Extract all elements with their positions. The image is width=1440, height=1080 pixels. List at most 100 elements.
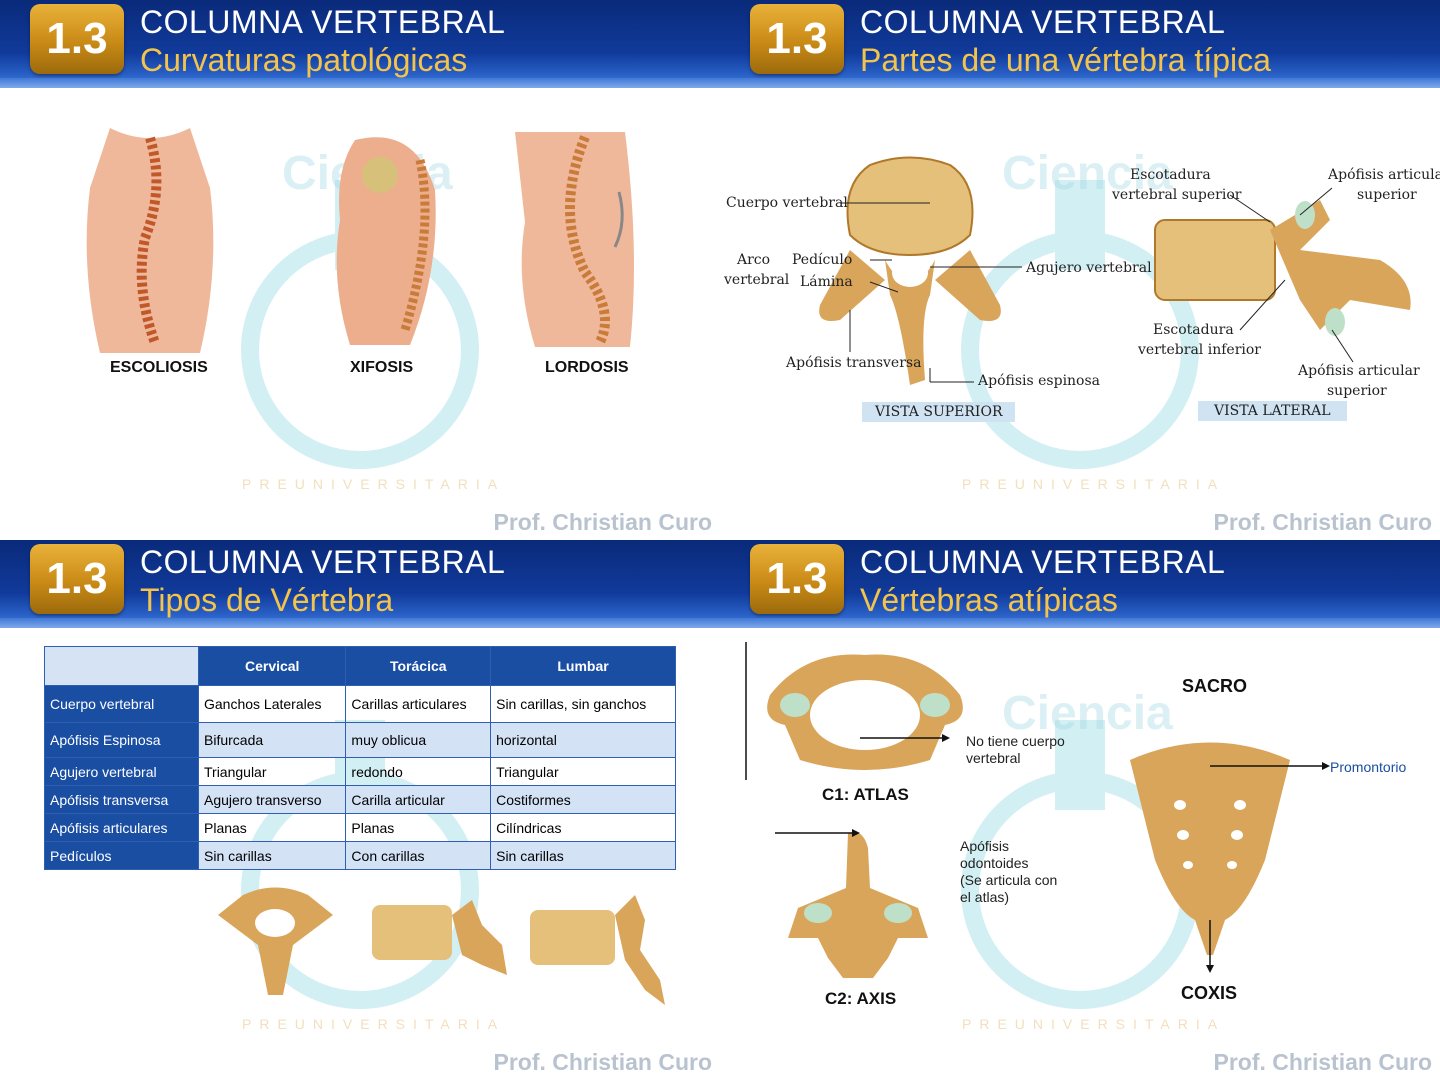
label-articular-inferior-1: Apófisis articular: [1298, 363, 1420, 379]
label-no-cuerpo-1: No tiene cuerpo: [966, 733, 1065, 749]
escoliosis-image: [86, 128, 214, 353]
table-cell: Ganchos Laterales: [197, 685, 347, 723]
slide-curvaturas: 1.3 COLUMNA VERTEBRAL Curvaturas patológ…: [0, 0, 720, 540]
table-header-cervical: Cervical: [197, 646, 347, 686]
slide-header: 1.3 COLUMNA VERTEBRAL Vértebras atípicas: [720, 540, 1440, 628]
slide-header: 1.3 COLUMNA VERTEBRAL Tipos de Vértebra: [0, 540, 720, 628]
watermark-sub: PREUNIVERSITARIA: [962, 1016, 1226, 1032]
watermark-text: Ciencia: [1002, 687, 1173, 740]
table-cell: redondo: [345, 757, 492, 786]
label-arco: Arco: [737, 252, 771, 268]
vertebra-lateral-image: [1154, 200, 1411, 336]
table-row: Apófisis Espinosa Bifurcada muy oblicua …: [44, 722, 676, 758]
table-cell: Planas: [197, 813, 347, 842]
label-odontoides-1: Apófisis: [960, 838, 1010, 854]
vertebra-superior-image: [819, 156, 1001, 385]
caption-sacro: SACRO: [1182, 676, 1248, 696]
cervical-vertebra-image: [218, 887, 333, 995]
table-cell: Planas: [345, 813, 492, 842]
table-cell: Sin carillas, sin ganchos: [490, 685, 676, 723]
slide-subtitle: Tipos de Vértebra: [140, 582, 394, 618]
slide-vertebras-atipicas: 1.3 COLUMNA VERTEBRAL Vértebras atípicas…: [720, 540, 1440, 1080]
label-cuerpo-vertebral: Cuerpo vertebral: [726, 195, 848, 211]
slide-header: 1.3 COLUMNA VERTEBRAL Partes de una vért…: [720, 0, 1440, 88]
table-row: Apófisis articulares Planas Planas Cilín…: [44, 813, 676, 842]
label-apofisis-transversa: Apófisis transversa: [786, 355, 922, 371]
author-credit: Prof. Christian Curo: [493, 1049, 712, 1075]
lumbar-vertebra-image: [530, 895, 665, 1005]
label-articular-superior-2: superior: [1357, 187, 1417, 203]
section-badge: 1.3: [30, 544, 124, 614]
table-header-toracica: Torácica: [345, 646, 492, 686]
slide-tipos-vertebra: 1.3 COLUMNA VERTEBRAL Tipos de Vértebra …: [0, 540, 720, 1080]
table-cell: Carilla articular: [345, 785, 492, 814]
table-cell: Sin carillas: [197, 841, 347, 870]
table-cell: Cilíndricas: [490, 813, 676, 842]
table-cell: Bifurcada: [197, 722, 347, 758]
label-agujero-vertebral: Agujero vertebral: [1026, 260, 1152, 276]
label-apofisis-espinosa: Apófisis espinosa: [978, 373, 1101, 389]
axis-image: [788, 832, 928, 978]
vertebra-types-table: Cervical Torácica Lumbar Cuerpo vertebra…: [44, 646, 676, 870]
table-cell: Carillas articulares: [345, 685, 492, 723]
label-pointer-lines: [840, 187, 1354, 383]
author-credit: Prof. Christian Curo: [493, 509, 712, 535]
slide-subtitle: Partes de una vértebra típica: [860, 42, 1271, 78]
slide-title: COLUMNA VERTEBRAL: [140, 4, 506, 40]
watermark-sub: PREUNIVERSITARIA: [242, 1016, 506, 1032]
row-header: Cuerpo vertebral: [44, 685, 199, 723]
slide-header: 1.3 COLUMNA VERTEBRAL Curvaturas patológ…: [0, 0, 720, 88]
label-articular-inferior-2: superior: [1327, 383, 1387, 399]
caption-lordosis: LORDOSIS: [545, 359, 629, 376]
sacrum-image: [1130, 742, 1290, 955]
slide-partes-vertebra: 1.3 COLUMNA VERTEBRAL Partes de una vért…: [720, 0, 1440, 540]
table-cell: Triangular: [197, 757, 347, 786]
slide-title: COLUMNA VERTEBRAL: [860, 4, 1226, 40]
slide-title: COLUMNA VERTEBRAL: [860, 544, 1226, 580]
table-cell: horizontal: [490, 722, 676, 758]
atlas-image: [767, 654, 963, 770]
author-credit: Prof. Christian Curo: [1213, 509, 1432, 535]
view-superior-tag: VISTA SUPERIOR: [862, 402, 1016, 422]
table-cell: Costiformes: [490, 785, 676, 814]
table-row: Cuerpo vertebral Ganchos Laterales Caril…: [44, 685, 676, 723]
row-header: Apófisis articulares: [44, 813, 199, 842]
label-pediculo: Pedículo: [792, 252, 853, 268]
row-header: Apófisis Espinosa: [44, 722, 199, 758]
caption-atlas: C1: ATLAS: [822, 785, 909, 804]
view-lateral-tag: VISTA LATERAL: [1198, 401, 1347, 421]
caption-xifosis: XIFOSIS: [350, 359, 414, 376]
caption-coxis: COXIS: [1181, 983, 1238, 1003]
watermark-sub: PREUNIVERSITARIA: [962, 476, 1226, 492]
label-promontorio: Promontorio: [1330, 759, 1407, 775]
table-cell: Agujero transverso: [197, 785, 347, 814]
slide-subtitle: Vértebras atípicas: [860, 582, 1118, 618]
table-cell: muy oblicua: [345, 722, 492, 758]
label-lamina: Lámina: [800, 274, 853, 290]
caption-axis: C2: AXIS: [825, 989, 897, 1008]
table-cell: Sin carillas: [490, 841, 676, 870]
label-articular-superior-1: Apófisis articular: [1328, 167, 1440, 183]
table-header-row: Cervical Torácica Lumbar: [44, 646, 676, 686]
label-escotadura-inferior-2: vertebral inferior: [1138, 342, 1261, 358]
label-escotadura-superior-2: vertebral superior: [1112, 187, 1242, 203]
slide-subtitle: Curvaturas patológicas: [140, 42, 468, 78]
table-row: Agujero vertebral Triangular redondo Tri…: [44, 757, 676, 786]
label-odontoides-3: (Se articula con: [960, 872, 1058, 888]
table-cell: Con carillas: [345, 841, 492, 870]
label-escotadura-superior-1: Escotadura: [1130, 167, 1211, 183]
table-row: Pedículos Sin carillas Con carillas Sin …: [44, 841, 676, 870]
label-odontoides-4: el atlas): [960, 889, 1010, 905]
label-escotadura-inferior-1: Escotadura: [1153, 322, 1234, 338]
section-badge: 1.3: [30, 4, 124, 74]
slide-title: COLUMNA VERTEBRAL: [140, 544, 506, 580]
xifosis-image: [336, 137, 436, 345]
table-header-blank: [44, 646, 199, 686]
row-header: Pedículos: [44, 841, 199, 870]
caption-escoliosis: ESCOLIOSIS: [110, 359, 208, 376]
table-header-lumbar: Lumbar: [490, 646, 676, 686]
label-no-cuerpo-2: vertebral: [966, 750, 1021, 766]
label-pointer-lines: [745, 642, 1330, 973]
row-header: Apófisis transversa: [44, 785, 199, 814]
watermark-text: Ciencia: [1002, 147, 1173, 200]
